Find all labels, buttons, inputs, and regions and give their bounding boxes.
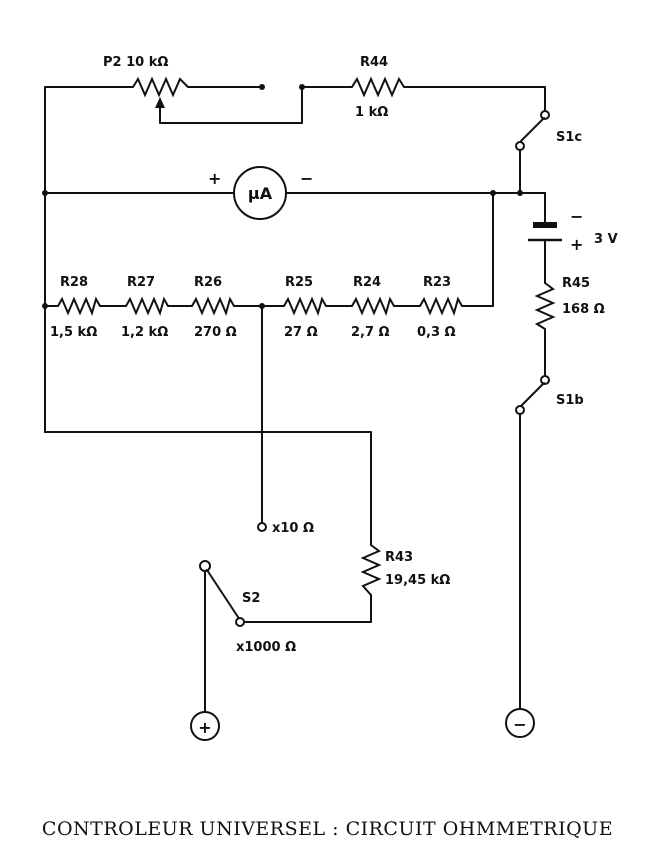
- lower-wires: [44, 305, 372, 623]
- s2-label: S2: [242, 591, 260, 606]
- r43-value: 19,45 kΩ: [385, 573, 450, 588]
- switch-s2: [199, 560, 245, 713]
- r28-value: 1,5 kΩ: [50, 325, 97, 340]
- potentiometer-p2: [132, 76, 189, 113]
- r25-name: R25: [285, 275, 313, 290]
- battery-minus-label: −: [570, 207, 583, 226]
- terminal-negative: −: [505, 708, 535, 738]
- switch-s1c: [515, 110, 550, 194]
- resistor-r45: [534, 282, 556, 377]
- microammeter: μA: [233, 166, 287, 220]
- r26-value: 270 Ω: [194, 325, 237, 340]
- resistor-r23: [419, 296, 463, 316]
- resistor-r43: [360, 544, 382, 596]
- junction-dot: [299, 84, 305, 90]
- r24-value: 2,7 Ω: [351, 325, 390, 340]
- r27-value: 1,2 kΩ: [121, 325, 168, 340]
- meter-symbol: μA: [248, 184, 273, 203]
- meter-minus-label: −: [300, 169, 313, 188]
- meter-plus-label: +: [208, 169, 221, 188]
- tap-x10-terminal: [257, 522, 267, 532]
- junction-dot: [517, 190, 523, 196]
- p2-open-end: [259, 84, 265, 90]
- r27-name: R27: [127, 275, 155, 290]
- resistor-r28: [57, 296, 101, 316]
- resistor-r44: [351, 76, 405, 98]
- resistor-r24: [351, 296, 395, 316]
- r45-name: R45: [562, 276, 590, 291]
- battery: [528, 192, 562, 284]
- s2-position-label: x1000 Ω: [236, 640, 296, 655]
- r24-name: R24: [353, 275, 381, 290]
- p2-label: P2 10 kΩ: [103, 55, 168, 70]
- figure-caption: CONTROLEUR UNIVERSEL : CIRCUIT OHMMETRIQ…: [41, 818, 614, 840]
- battery-voltage-label: 3 V: [594, 232, 618, 247]
- r26-name: R26: [194, 275, 222, 290]
- r25-value: 27 Ω: [284, 325, 318, 340]
- switch-s1b: [515, 375, 550, 710]
- terminal-negative-symbol: −: [513, 715, 526, 734]
- shunt-chain-wires: [44, 192, 494, 433]
- r43-name: R43: [385, 550, 413, 565]
- resistor-r25: [283, 296, 327, 316]
- r23-name: R23: [423, 275, 451, 290]
- junction-dot: [42, 303, 48, 309]
- terminal-positive-symbol: +: [198, 718, 211, 737]
- s1c-label: S1c: [556, 130, 582, 145]
- battery-plus-label: +: [570, 235, 583, 254]
- r23-value: 0,3 Ω: [417, 325, 456, 340]
- terminal-positive: +: [190, 711, 220, 741]
- r45-value: 168 Ω: [562, 302, 605, 317]
- r44-name: R44: [360, 55, 388, 70]
- resistor-r27: [125, 296, 169, 316]
- tap-x10-label: x10 Ω: [272, 521, 314, 536]
- top-loop-wires: [44, 86, 546, 194]
- s1b-label: S1b: [556, 393, 584, 408]
- r28-name: R28: [60, 275, 88, 290]
- ohmmeter-schematic: P2 10 kΩ R44 1 kΩ S1c μA + − − + 3 V R45: [42, 55, 618, 741]
- resistor-r26: [191, 296, 235, 316]
- r44-value: 1 kΩ: [355, 105, 388, 120]
